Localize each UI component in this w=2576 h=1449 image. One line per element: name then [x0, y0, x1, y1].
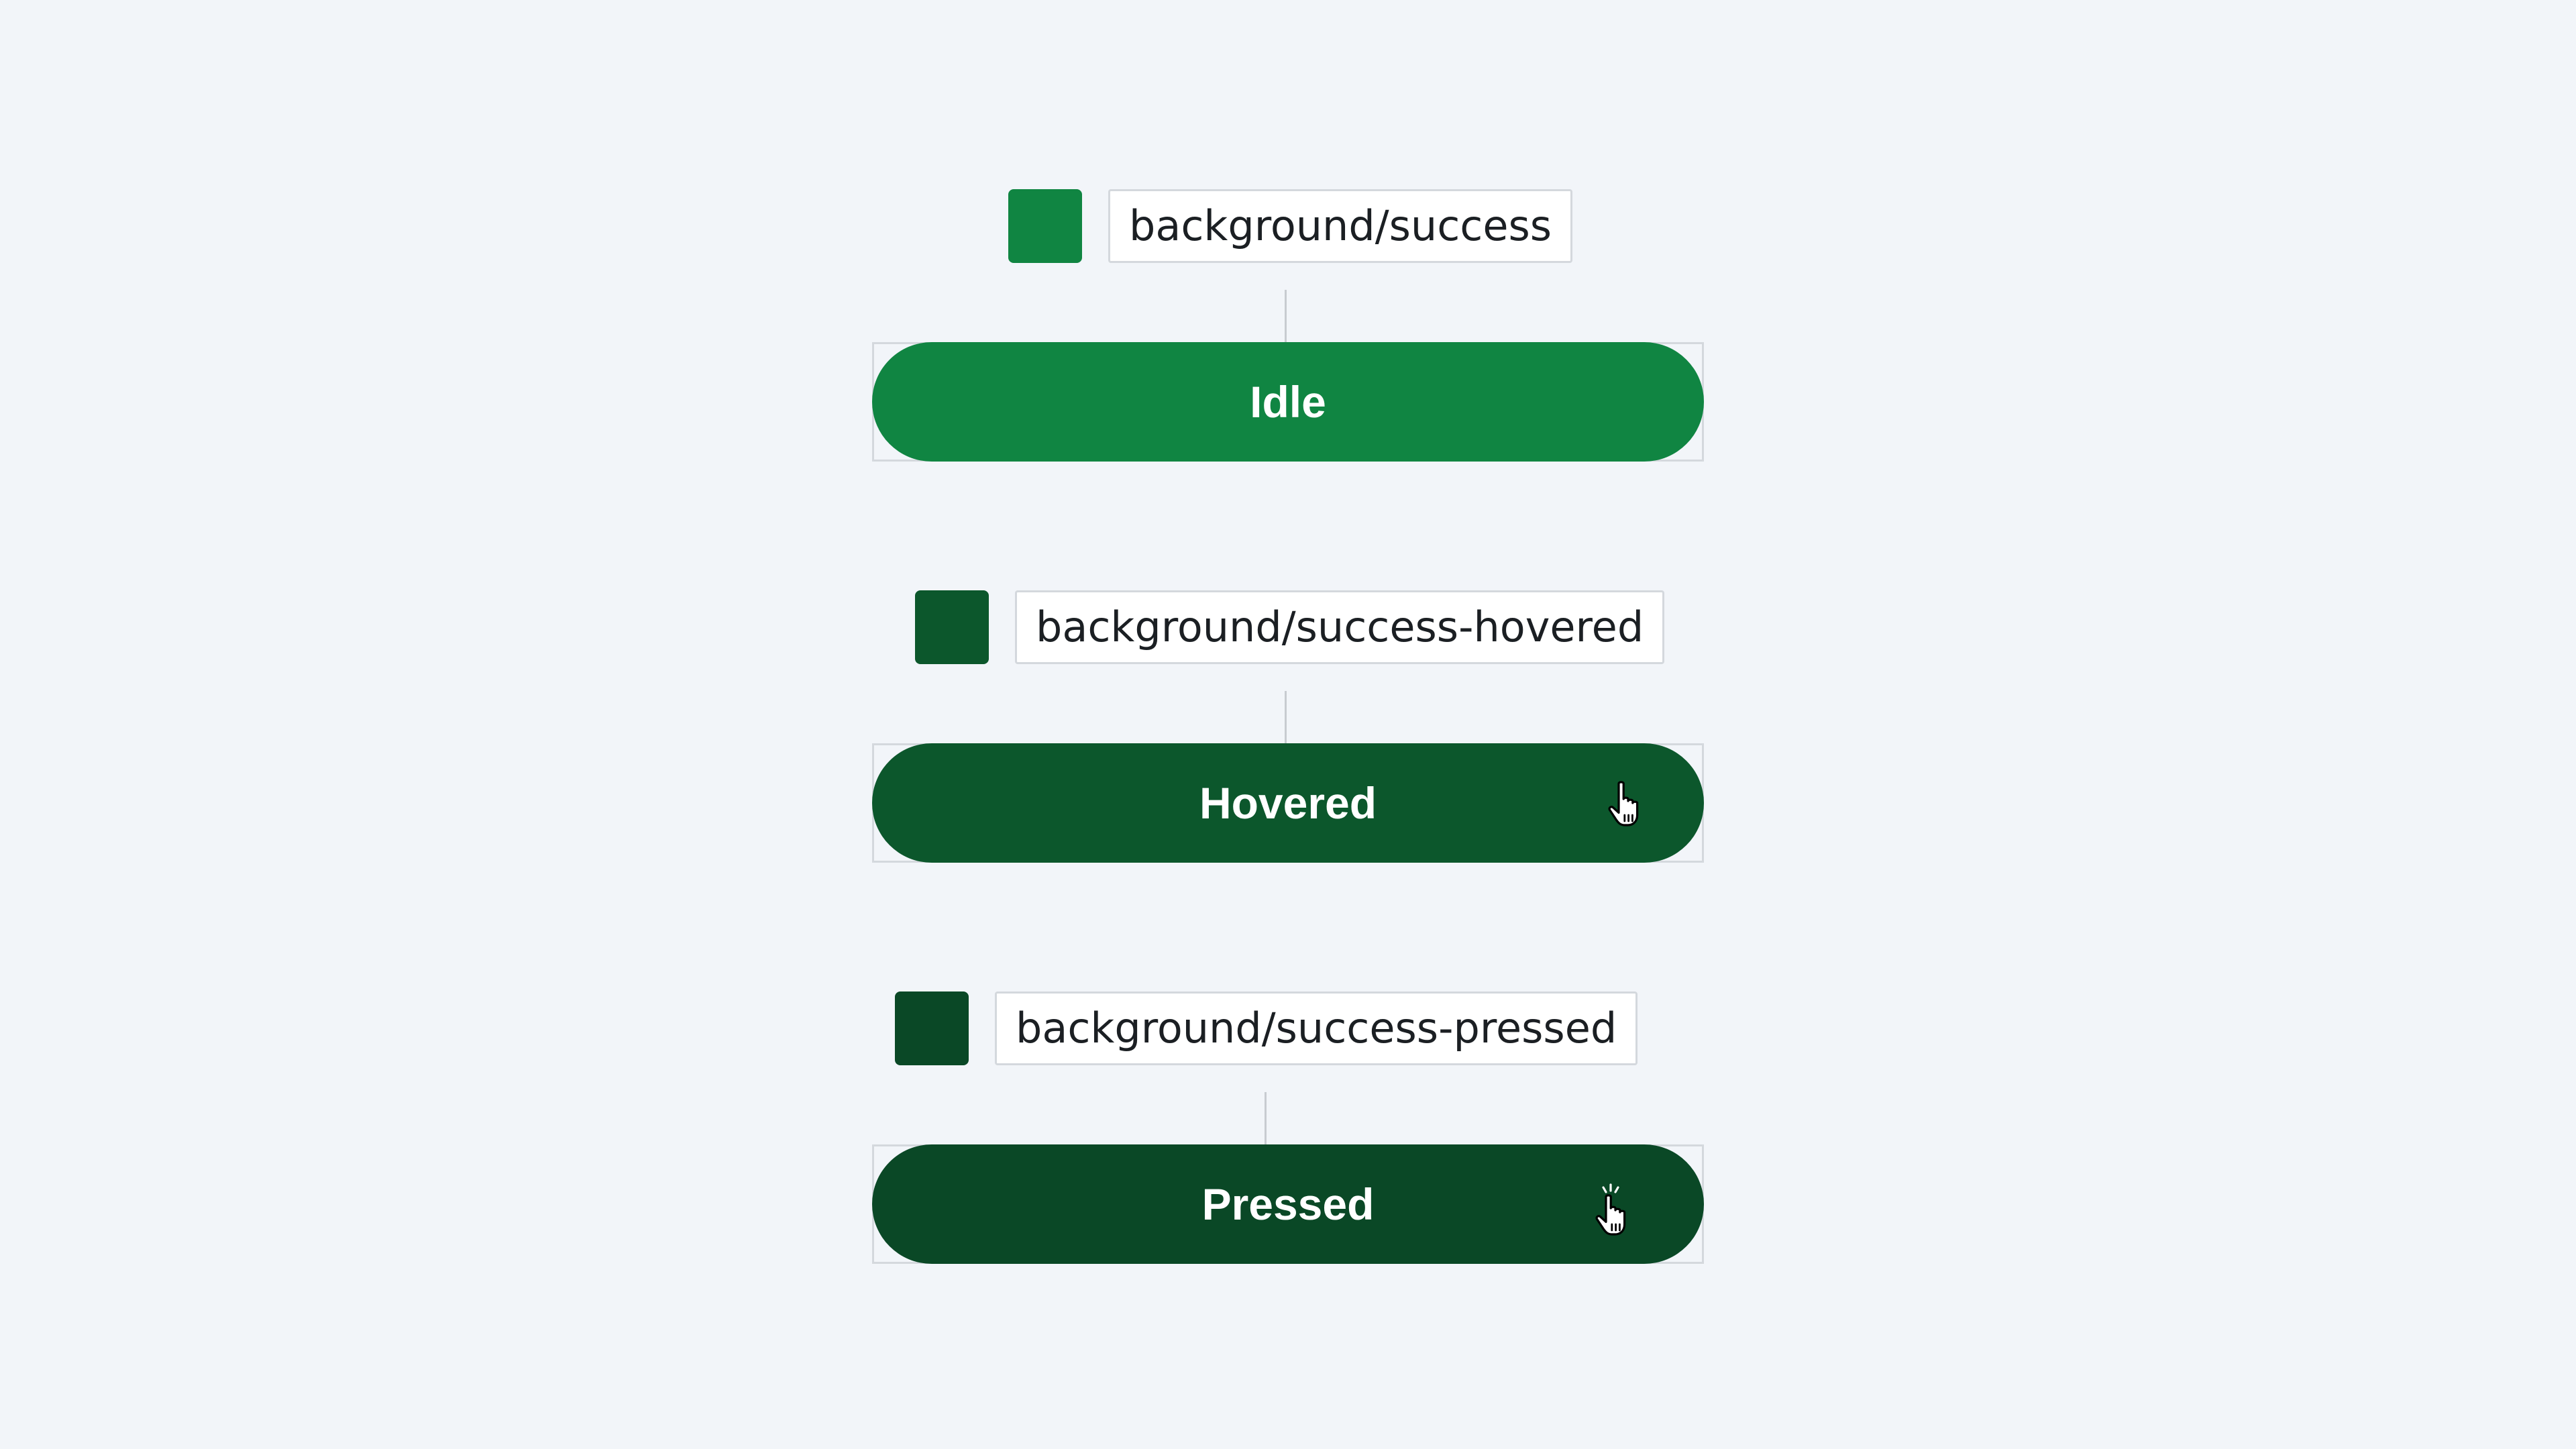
hand-pointer-icon	[1608, 781, 1639, 826]
token-label-success-pressed: background/success-pressed	[995, 991, 1638, 1065]
connector-line	[1285, 691, 1287, 743]
hovered-button[interactable]: Hovered	[872, 743, 1704, 863]
connector-line	[1285, 290, 1287, 342]
color-swatch-success-pressed	[895, 991, 969, 1065]
color-swatch-success	[1008, 189, 1082, 263]
pressed-button[interactable]: Pressed	[872, 1144, 1704, 1264]
connector-line	[1265, 1092, 1267, 1144]
color-swatch-success-hovered	[915, 590, 989, 664]
idle-button[interactable]: Idle	[872, 342, 1704, 462]
token-label-success: background/success	[1108, 189, 1573, 263]
hand-pointer-click-icon	[1595, 1183, 1626, 1236]
token-label-success-hovered: background/success-hovered	[1015, 590, 1665, 664]
